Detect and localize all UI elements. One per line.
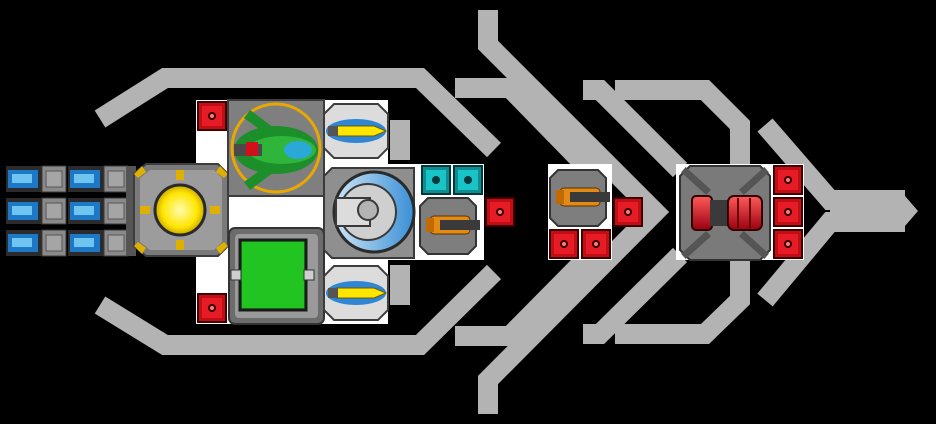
hull-front-bottom [615, 258, 750, 344]
shield-generator-module[interactable] [323, 167, 416, 259]
red-system-chip-icon[interactable] [581, 229, 611, 259]
hull-spike-1 [478, 10, 670, 414]
hull-mid-bottom [455, 247, 598, 346]
hull-spike-2 [583, 80, 688, 178]
red-system-chip-icon[interactable] [773, 165, 803, 195]
engine-bank [6, 165, 136, 257]
heavy-weapon-module[interactable] [679, 165, 771, 261]
engine-thruster-icon[interactable] [6, 229, 67, 257]
hull-spike-3 [583, 247, 688, 344]
hull-mid-top [455, 78, 598, 177]
cannon-turret-icon[interactable] [549, 169, 610, 227]
red-system-chip-icon[interactable] [197, 293, 227, 323]
missile-pod-icon[interactable] [323, 103, 389, 159]
red-system-chip-icon[interactable] [549, 229, 579, 259]
red-system-chip-icon[interactable] [485, 197, 515, 227]
reactor-module[interactable] [133, 163, 229, 257]
engine-thruster-icon[interactable] [68, 229, 129, 257]
missile-pod-icon[interactable] [323, 265, 389, 321]
medbay-module[interactable] [228, 227, 325, 325]
red-system-chip-icon[interactable] [773, 229, 803, 259]
hull-bottom-outer [94, 264, 502, 355]
hull-inner [390, 120, 410, 305]
red-system-chip-icon[interactable] [613, 197, 643, 227]
red-system-chip-icon[interactable] [197, 101, 227, 131]
cyan-system-chip-icon[interactable] [453, 165, 483, 195]
hull-front-top [615, 80, 750, 168]
fighter-bay[interactable] [227, 99, 325, 197]
hull-top-outer [94, 68, 501, 158]
reactor-core-icon [153, 183, 207, 237]
heavy-laser-icon [691, 195, 763, 231]
hull-tip [830, 196, 918, 226]
red-system-chip-icon[interactable] [773, 197, 803, 227]
engine-thruster-icon[interactable] [6, 165, 67, 193]
cannon-turret-icon[interactable] [419, 197, 480, 255]
engine-thruster-icon[interactable] [68, 197, 129, 225]
fighter-drone-icon [234, 110, 318, 190]
engine-thruster-icon[interactable] [6, 197, 67, 225]
engine-thruster-icon[interactable] [68, 165, 129, 193]
cyan-system-chip-icon[interactable] [421, 165, 451, 195]
